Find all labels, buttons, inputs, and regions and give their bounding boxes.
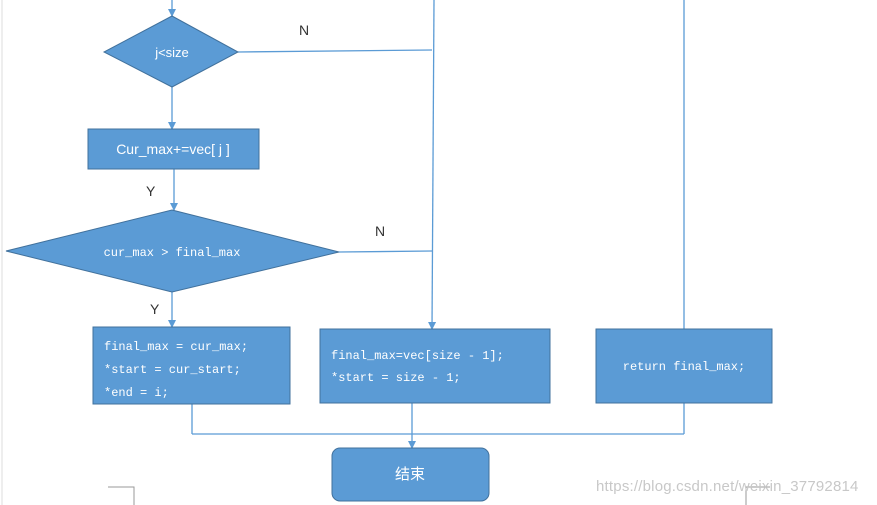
decision-cur-greater-final-label: cur_max > final_max [104,246,241,260]
process-final-from-vec [319,328,551,404]
process-cur-max-update [87,128,260,170]
process-final-update [92,326,291,405]
decision-j-less-size-label: j<size [154,45,189,60]
process-return [595,328,773,404]
terminator-end [331,447,490,502]
process-final-update-line-2: *start = cur_start; [104,363,241,377]
process-final-update-line-1: final_max = cur_max; [104,340,248,354]
terminator-end-label: 结束 [395,466,425,483]
line-vertical-middle [428,0,437,330]
process-final-from-vec-line-2: *start = size - 1; [331,371,461,385]
corner-mark-left [108,486,135,505]
line-compare-no [338,250,433,253]
edge-label-yes-1: Y [146,183,156,199]
decision-cur-greater-final [5,209,340,293]
process-final-from-vec-line-1: final_max=vec[size - 1]; [331,349,504,363]
edge-label-no-2: N [375,223,385,239]
corner-mark-right [745,486,770,505]
edge-label-no-1: N [299,22,309,38]
edge-label-yes-2: Y [150,301,160,317]
line-j-size-no [237,49,433,53]
watermark: https://blog.csdn.net/weixin_37792814 [596,478,859,495]
process-return-label: return final_max; [623,360,745,374]
process-cur-max-update-label: Cur_max+=vec[ j ] [116,141,230,157]
process-final-update-line-3: *end = i; [104,386,169,400]
decision-j-less-size [102,15,240,88]
